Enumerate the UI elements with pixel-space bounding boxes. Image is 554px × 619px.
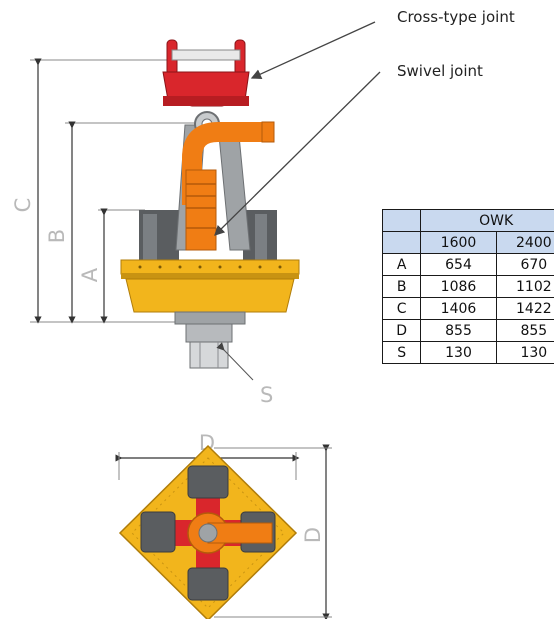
table-cell: 1406 bbox=[420, 297, 497, 320]
row-label: S bbox=[381, 341, 422, 364]
side-view: C B A bbox=[11, 21, 381, 407]
table-column-header: 2400 bbox=[495, 231, 554, 254]
row-label: C bbox=[381, 297, 422, 320]
side-blocks bbox=[139, 210, 277, 264]
dim-label-b: B bbox=[45, 229, 69, 243]
table-column-header: 1600 bbox=[420, 231, 497, 254]
cross-type-joint bbox=[162, 39, 250, 107]
row-label: D bbox=[381, 319, 422, 342]
table-row: B 1086 1102 bbox=[381, 275, 554, 298]
table-group-header: OWK bbox=[420, 209, 554, 232]
dimension-table: OWK 1600 2400 A 654 670 B 1086 1102 C 14… bbox=[381, 209, 554, 364]
table-row: A 654 670 bbox=[381, 253, 554, 276]
swivel-joint bbox=[182, 121, 275, 251]
swivel-joint-leader bbox=[214, 71, 381, 236]
table-cell: 855 bbox=[495, 319, 554, 342]
table-row: C 1406 1422 bbox=[381, 297, 554, 320]
table-row: D 855 855 bbox=[381, 319, 554, 342]
table-header-row: OWK bbox=[381, 209, 554, 232]
cross-joint-leader bbox=[250, 21, 376, 79]
top-view: D D bbox=[115, 431, 332, 619]
cross-type-joint-callout: Cross-type joint bbox=[397, 8, 515, 26]
shaft-s bbox=[185, 323, 233, 369]
table-column-row: 1600 2400 bbox=[381, 231, 554, 254]
table-cell: 1102 bbox=[495, 275, 554, 298]
table-cell: 130 bbox=[495, 341, 554, 364]
swivel-joint-callout: Swivel joint bbox=[397, 62, 483, 80]
row-label: A bbox=[381, 253, 422, 276]
table-cell: 130 bbox=[420, 341, 497, 364]
dim-label-d-side: D bbox=[301, 527, 325, 543]
s-leader bbox=[216, 342, 254, 381]
table-cell: 1086 bbox=[420, 275, 497, 298]
dim-label-a: A bbox=[78, 267, 102, 282]
main-body bbox=[120, 259, 300, 325]
row-label: B bbox=[381, 275, 422, 298]
table-row: S 130 130 bbox=[381, 341, 554, 364]
dim-label-s: S bbox=[260, 383, 273, 407]
table-cell: 1422 bbox=[495, 297, 554, 320]
frame-arm-right bbox=[217, 124, 251, 251]
dim-label-c: C bbox=[11, 198, 35, 213]
table-cell: 670 bbox=[495, 253, 554, 276]
table-cell: 855 bbox=[420, 319, 497, 342]
table-cell: 654 bbox=[420, 253, 497, 276]
